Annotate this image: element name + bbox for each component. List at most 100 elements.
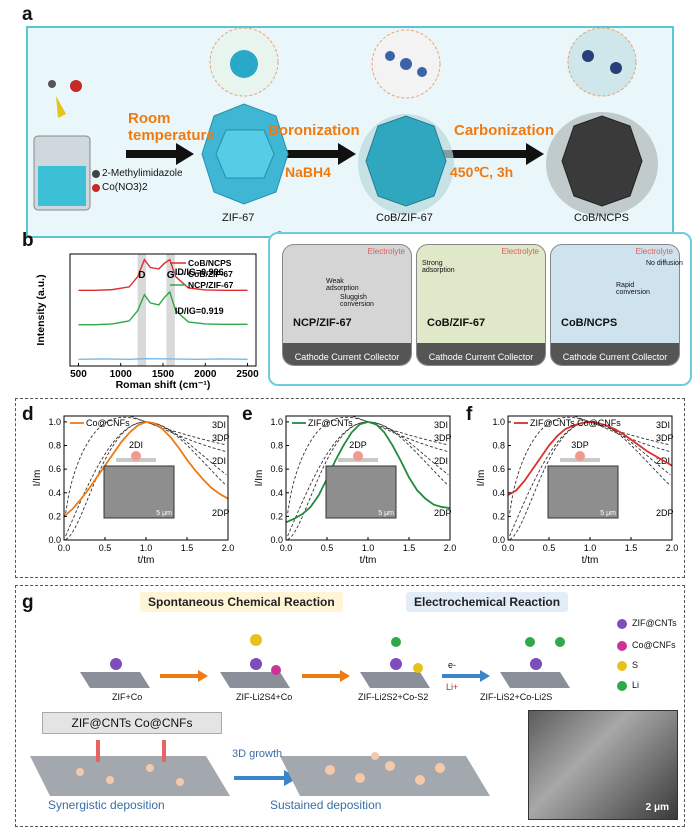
step-carbonization: Carbonization — [454, 122, 554, 139]
panel-a-letter: a — [22, 4, 33, 25]
ytick-label: 0.2 — [270, 511, 283, 521]
chemical-reaction-title: Spontaneous Chemical Reaction — [140, 592, 343, 612]
ytick-label: 1.0 — [48, 417, 61, 427]
ratio-cob-ncps: ID/IG=0.996 — [175, 267, 224, 277]
panel-f-letter: f — [466, 404, 473, 425]
ytick-label: 0.0 — [492, 535, 505, 545]
inset-nucleus — [131, 451, 141, 461]
deposition-schematic — [30, 740, 490, 796]
collector-label: Cathode Current Collector — [283, 343, 411, 365]
sem-inset — [103, 465, 175, 519]
raman-xtick-label: 500 — [70, 369, 87, 380]
raman-legend-0: CoB/NCPS — [188, 258, 232, 268]
panel-a-schematic — [33, 27, 658, 216]
inset-nucleus — [353, 451, 363, 461]
peak-d-label: D — [138, 270, 145, 281]
ytick-label: 0.0 — [270, 535, 283, 545]
xtick-label: 2.0 — [444, 543, 457, 553]
legend-co-cnfs: Co@CNFs — [632, 640, 676, 650]
ytick-label: 0.8 — [270, 441, 283, 451]
raman-ylabel: Intensity (a.u.) — [35, 274, 47, 345]
x-axis-label: t/tm — [582, 555, 599, 566]
cell-name: CoB/ZIF-67 — [427, 317, 486, 329]
xtick-label: 2.0 — [222, 543, 235, 553]
ref-label-2di: 2DI — [434, 456, 448, 466]
raman-series-2 — [78, 290, 248, 326]
ref-curve-3dp — [65, 416, 227, 514]
legend-li: Li — [632, 680, 640, 690]
ref-label-3dp: 3DP — [656, 433, 674, 443]
legend-methylimidazole: 2-Methylimidazole — [102, 168, 183, 179]
electrolyte-label: Electrolyte — [501, 247, 539, 256]
data-curve — [63, 420, 229, 518]
ytick-label: 1.0 — [492, 417, 505, 427]
ref-curve-3dp — [287, 416, 449, 514]
inset-label: 3DP — [571, 440, 589, 450]
ref-label-3dp: 3DP — [212, 433, 230, 443]
legend-text: Co@CNFs — [86, 418, 130, 428]
xtick-label: 0.0 — [502, 543, 515, 553]
panel-d-letter: d — [22, 404, 34, 425]
panel-g-frame — [15, 585, 685, 827]
y-axis-label: I/Im — [254, 470, 265, 487]
raman-legend-1: CoB/ZIF-67 — [188, 269, 233, 279]
ytick-label: 0.6 — [270, 464, 283, 474]
ref-label-3di: 3DI — [434, 420, 448, 430]
synergistic-deposition-label: Synergistic deposition — [48, 798, 165, 812]
ref-label-2di: 2DI — [212, 456, 226, 466]
substrate-3 — [360, 637, 430, 688]
xtick-label: 2.0 — [666, 543, 679, 553]
electrolyte-label: Electrolyte — [367, 247, 405, 256]
growth-label: 3D growth — [232, 748, 283, 760]
raman-xtick-label: 2500 — [236, 369, 259, 380]
xtick-label: 1.5 — [625, 543, 638, 553]
reagent-nabh4: NaBH4 — [285, 164, 331, 180]
panel-b-letter: b — [22, 230, 34, 251]
xtick-label: 0.0 — [58, 543, 71, 553]
ytick-label: 0.4 — [492, 488, 505, 498]
note-sluggish-conversion: Sluggish conversion — [340, 294, 374, 308]
ytick-label: 1.0 — [270, 417, 283, 427]
y-axis-label: I/Im — [476, 470, 487, 487]
state-zif-li2s2-co-s2: ZIF-Li2S2+Co-S2 — [358, 692, 429, 702]
panel-c-frame: Electrolyte NCP/ZIF-67 Cathode Current C… — [268, 232, 692, 386]
ref-label-3di: 3DI — [212, 420, 226, 430]
ref-curve-2dp — [509, 421, 671, 541]
reaction-sequence — [80, 619, 627, 691]
legend-dot-methylimidazole — [92, 170, 100, 178]
x-axis-label: t/tm — [360, 555, 377, 566]
panel-g-letter: g — [22, 592, 34, 613]
cob-ncps-polyhedron — [546, 27, 658, 216]
legend-s: S — [632, 660, 639, 670]
sem-inset — [325, 465, 397, 519]
state-zif-li2s4-co: ZIF-Li2S4+Co — [236, 692, 293, 702]
arrow-2 — [258, 143, 356, 165]
cob-zif67-polyhedron — [358, 29, 454, 214]
ytick-label: 0.6 — [48, 464, 61, 474]
inset-nucleus — [575, 451, 585, 461]
ref-label-3dp: 3DP — [434, 433, 452, 443]
raman-xtick-label: 2000 — [194, 369, 217, 380]
cell-cob-zif67: Electrolyte CoB/ZIF-67 Cathode Current C… — [416, 244, 546, 366]
electron-label: e- — [448, 660, 457, 670]
legend-dot-cobalt-nitrate — [92, 184, 100, 192]
cell-cob-ncps: Electrolyte CoB/NCPS Cathode Current Col… — [550, 244, 680, 366]
ytick-label: 0.6 — [492, 464, 505, 474]
ytick-label: 0.4 — [270, 488, 283, 498]
sem-scale-label: 5 μm — [156, 510, 172, 517]
state-zif-lis2-co-li2s: ZIF-LiS2+Co-Li2S — [480, 692, 553, 702]
ytick-label: 0.8 — [492, 441, 505, 451]
note-rapid-conversion: Rapid conversion — [616, 282, 650, 296]
catalyst-box: ZIF@CNTs Co@CNFs — [42, 712, 222, 734]
product-zif67: ZIF-67 — [222, 212, 255, 224]
ytick-label: 0.2 — [492, 511, 505, 521]
peak-g-label: G — [167, 270, 175, 281]
product-cob-ncps: CoB/NCPS — [574, 212, 630, 224]
ratio-ncp-zif67: ID/IG=0.919 — [175, 306, 224, 316]
xtick-label: 1.0 — [362, 543, 375, 553]
d-band-shade — [137, 254, 147, 366]
xtick-label: 1.5 — [403, 543, 416, 553]
ref-label-3di: 3DI — [656, 420, 670, 430]
